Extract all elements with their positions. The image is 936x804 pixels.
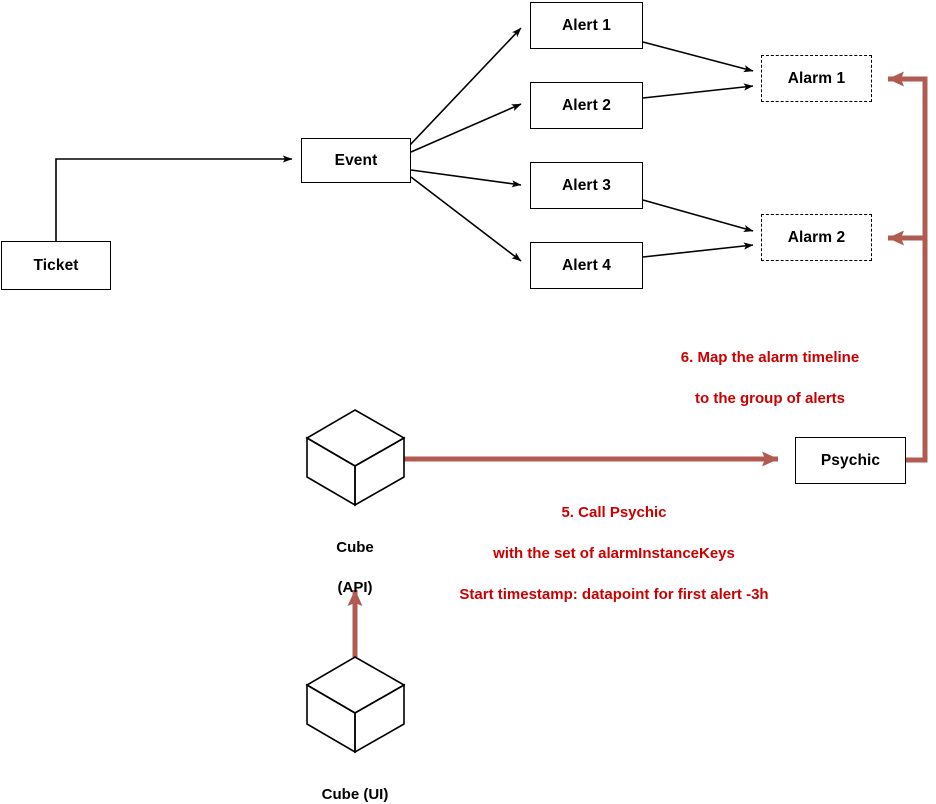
edge-event-to-alert2 <box>410 103 522 153</box>
node-alert-2-label: Alert 2 <box>562 96 611 114</box>
cube-api-caption: Cube (API) <box>280 518 430 618</box>
edge-alert2-to-alarm1 <box>642 83 754 99</box>
edge-event-to-alert3 <box>410 169 522 188</box>
node-alarm-1-label: Alarm 1 <box>787 69 846 87</box>
node-alarm-2[interactable]: Alarm 2 <box>761 214 872 261</box>
annotation-step-6-line2: to the group of alerts <box>695 390 845 408</box>
annotation-step-5-line2: with the set of alarmInstanceKeys <box>493 545 735 563</box>
node-ticket[interactable]: Ticket <box>1 241 111 290</box>
edge-psychic-to-alarm1 <box>887 71 928 463</box>
edge-alert3-to-alarm2 <box>642 199 754 232</box>
annotation-step-6: 6. Map the alarm timeline to the group o… <box>620 327 920 430</box>
node-alert-4-label: Alert 4 <box>562 256 611 274</box>
node-alert-3[interactable]: Alert 3 <box>530 162 643 209</box>
annotation-step-5-line3: Start timestamp: datapoint for first ale… <box>459 586 769 604</box>
cube-api-caption-line1: Cube <box>336 538 374 556</box>
cube-api-caption-line2: (API) <box>337 578 373 596</box>
node-psychic-label: Psychic <box>820 451 881 469</box>
node-ticket-label: Ticket <box>33 256 79 274</box>
node-event[interactable]: Event <box>301 138 411 183</box>
node-alert-4[interactable]: Alert 4 <box>530 242 643 289</box>
annotation-step-5: 5. Call Psychic with the set of alarmIns… <box>404 482 824 627</box>
edge-alert4-to-alarm2 <box>642 242 754 258</box>
annotation-step-6-line1: 6. Map the alarm timeline <box>680 348 860 366</box>
node-alert-2[interactable]: Alert 2 <box>530 82 643 129</box>
node-alert-3-label: Alert 3 <box>562 176 611 194</box>
edge-event-to-alert1 <box>409 27 522 146</box>
edge-event-to-alert4 <box>410 176 522 262</box>
edge-alert1-to-alarm1 <box>642 41 754 73</box>
node-event-label: Event <box>334 151 378 169</box>
node-alert-1[interactable]: Alert 1 <box>530 2 643 49</box>
cube-icon-ui <box>305 656 406 754</box>
cube-ui-caption-line1: Cube (UI) <box>321 785 389 803</box>
node-alarm-1[interactable]: Alarm 1 <box>761 55 872 102</box>
edge-ticket-to-event <box>55 155 293 241</box>
cube-ui-caption: Cube (UI) www.cube.amazon.com/issues/123… <box>105 765 605 804</box>
cube-icon-api <box>305 409 406 507</box>
annotation-step-5-line1: 5. Call Psychic <box>561 503 667 521</box>
node-psychic[interactable]: Psychic <box>795 437 906 484</box>
node-alarm-2-label: Alarm 2 <box>787 228 846 246</box>
node-alert-1-label: Alert 1 <box>562 16 611 34</box>
